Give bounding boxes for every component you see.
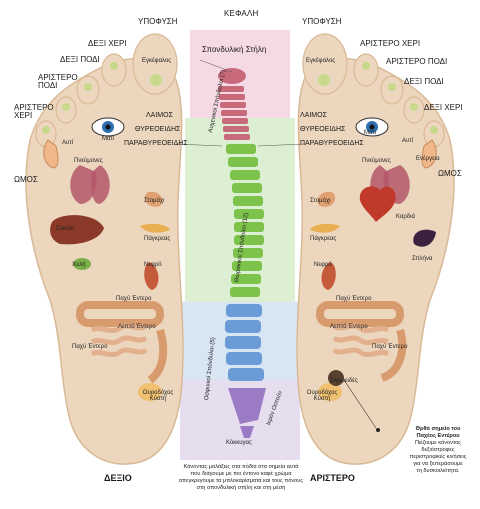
- side-note-line-1: Θρθό σημείο του: [415, 426, 461, 432]
- lf-kidney: Νεφρό: [314, 262, 332, 268]
- rf-small-intestine: Λεπτό Έντερο: [118, 324, 156, 330]
- side-note-line-5: περιστροφικές κινήσεις: [409, 453, 467, 460]
- footnote-line-4: στη σπονδυλική στήλη και στη μέση: [196, 484, 286, 491]
- lf-sigmoid: Σιγμοειδές: [330, 378, 358, 384]
- side-note-line-7: τη δυσκοιλιότητα.: [416, 467, 460, 474]
- rf-lungs: Πνεύμονες: [74, 158, 103, 164]
- lf-shoulder: ΩΜΟΣ: [438, 169, 462, 178]
- lf-spleen: Σπλήνα: [412, 256, 433, 262]
- rf-left-leg: ΑΡΙΣΤΕΡΟ ΠΟΔΙ: [38, 73, 78, 90]
- pituitary-dot: [150, 74, 162, 86]
- rf-pancreas: Πάγκρεας: [144, 236, 171, 242]
- footnote-line-1: Κάνοντας μαλάξεις στα πόδια στα σημεία α…: [183, 464, 299, 470]
- rf-bladder: Ουροδόχος Κύστη: [142, 390, 174, 402]
- lf-eye: Μάτι: [364, 130, 377, 136]
- rf-liver: Συκώτι: [56, 226, 75, 232]
- rf-ear: Αυτί: [62, 140, 73, 146]
- lf-throat: ΛΑΙΜΟΣ: [300, 112, 327, 119]
- big-toe: [132, 33, 178, 95]
- lf-brain: Εγκέφαλος: [306, 58, 336, 64]
- side-note-line-6: για να ξεπεράσουμε: [413, 460, 463, 467]
- lf-right-hand: ΔΕΞΙ ΧΕΡΙ: [424, 103, 463, 112]
- rf-right-leg: ΔΕΞΙ ΠΟΔΙ: [60, 55, 100, 64]
- rf-parathyroid: ΠΑΡΑΘΥΡΕΟΕΙΔΗΣ: [124, 140, 188, 147]
- colon-point-note: Θρθό σημείο του Παχέος Εντέρου Πιέζουμε …: [398, 426, 478, 475]
- lf-thyroid: ΘΥΡΕΟΕΙΔΗΣ: [300, 126, 346, 133]
- lf-lungs: Πνεύμονες: [362, 158, 391, 164]
- gallbladder-icon: [73, 258, 91, 270]
- pancreas-icon: [140, 223, 170, 233]
- side-note-line-4: δεξιόστροφες: [421, 446, 455, 453]
- kidney-icon: [144, 262, 159, 290]
- rf-thyroid: ΘΥΡΕΟΕΙΔΗΣ: [135, 126, 181, 133]
- right-foot: [25, 33, 184, 465]
- bladder-icon: [138, 383, 162, 401]
- rf-stomach: Στομάχι: [144, 198, 165, 204]
- lf-energy: Ενέργεια: [416, 156, 440, 162]
- stomach-icon: [144, 191, 163, 207]
- rf-large-intestine-2: Παχύ Έντερο: [72, 344, 108, 350]
- left-foot: [296, 33, 455, 465]
- rf-kidney: Νεφρό: [144, 262, 162, 268]
- side-note-line-3: Πιέζουμε κάνοντας: [414, 439, 462, 446]
- rf-shoulder: ΩΜΟΣ: [14, 175, 38, 184]
- ear-icon: [43, 139, 59, 169]
- head-label: ΚΕΦΑΛΗ: [224, 9, 259, 18]
- rf-gallbladder: Χολή: [72, 262, 86, 268]
- rf-right-hand: ΔΕΞΙ ΧΕΡΙ: [88, 39, 127, 48]
- lf-left-leg: ΑΡΙΣΤΕΡΟ ΠΟΔΙ: [386, 57, 448, 66]
- rf-left-hand: ΑΡΙΣΤΕΡΟ ΧΕΡΙ: [14, 103, 54, 120]
- lf-large-intestine-2: Παχύ Έντερο: [372, 344, 408, 350]
- leader-lines: [175, 59, 305, 147]
- rf-eye: Μάτι: [102, 136, 115, 142]
- footnote: Κάνοντας μαλάξεις στα πόδια στα σημεία α…: [174, 464, 308, 492]
- lf-pancreas: Πάγκρεας: [310, 236, 337, 242]
- rf-pituitary: ΥΠΟΦΥΣΗ: [138, 17, 178, 26]
- lf-right-leg: ΔΕΞΙ ΠΟΔΙ: [404, 77, 444, 86]
- left-foot-title: ΑΡΙΣΤΕΡΟ: [310, 473, 355, 483]
- lf-ear: Αυτί: [402, 138, 413, 144]
- lf-bladder: Ουροδόχος Κύστη: [306, 390, 338, 402]
- rf-throat: ΛΑΙΜΟΣ: [146, 112, 173, 119]
- lung-icon: [70, 165, 97, 204]
- heart-icon: [359, 186, 396, 222]
- footnote-line-2: που διάγουμε με πιο έντονο καφέ χρώμα: [190, 470, 292, 477]
- side-note-line-2: Παχέος Εντέρου: [416, 432, 460, 439]
- spinal-column-label: Σπονδυλική Στήλη: [202, 45, 267, 54]
- spine: [218, 68, 266, 438]
- lf-stomach: Στομάχι: [310, 198, 331, 204]
- coccyx-label: Κόκκυγας: [226, 440, 252, 446]
- rf-brain: Εγκέφαλος: [142, 58, 172, 64]
- lf-pituitary: ΥΠΟΦΥΣΗ: [302, 17, 342, 26]
- liver-icon: [50, 215, 104, 245]
- lf-heart: Καρδιά: [396, 214, 415, 220]
- footnote-line-3: απεγκρεγουμε τα μπλοκαρίσματα και τους π…: [178, 477, 304, 484]
- right-foot-title: ΔΕΞΙΟ: [104, 473, 132, 483]
- lf-small-intestine: Λεπτό Έντερο: [330, 324, 368, 330]
- lf-parathyroid: ΠΑΡΑΘΥΡΕΟΕΙΔΗΣ: [300, 140, 364, 147]
- lf-left-hand: ΑΡΙΣΤΕΡΟ ΧΕΡΙ: [360, 39, 421, 48]
- small-intestine: [90, 323, 148, 358]
- colon-point-dot: [328, 370, 344, 386]
- spleen-icon: [413, 229, 436, 247]
- large-intestine: [76, 301, 164, 327]
- rf-large-intestine: Παχύ Έντερο: [116, 296, 152, 302]
- lf-large-intestine: Παχύ Έντερο: [336, 296, 372, 302]
